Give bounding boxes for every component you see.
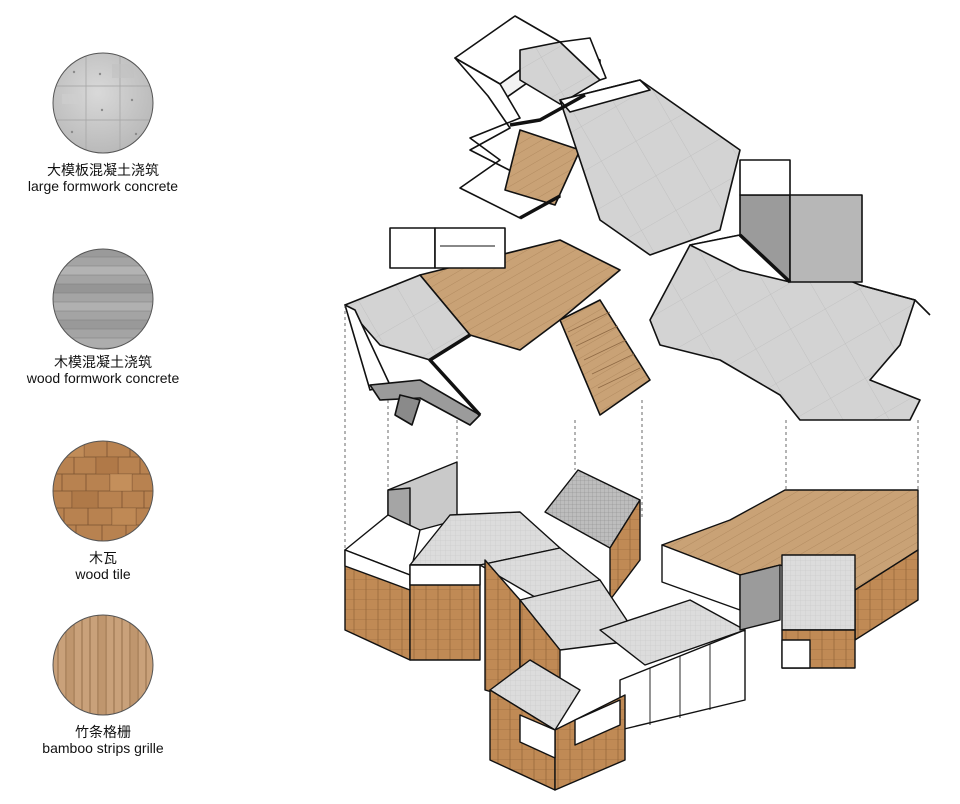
material-legend: 大模板混凝土浇筑 large formwork concrete (0, 0, 210, 804)
wood-formwork-concrete-swatch (52, 248, 154, 350)
large-formwork-concrete-swatch (52, 52, 154, 154)
lower-massing (344, 461, 919, 791)
legend-label-en: wood formwork concrete (26, 370, 180, 386)
legend-label-en: large formwork concrete (27, 178, 179, 194)
upper-floor-plan (344, 15, 931, 426)
legend-label-cn: 竹条格栅 (75, 725, 131, 741)
projection-lines (344, 305, 919, 550)
legend-label-en: wood tile (75, 566, 131, 582)
legend-label-cn: 大模板混凝土浇筑 (47, 163, 159, 179)
legend-label-en: bamboo strips grille (42, 740, 164, 756)
legend-label-cn: 木瓦 (89, 551, 117, 567)
wood-tile-swatch (52, 440, 154, 542)
legend-label-cn: 木模混凝土浇筑 (54, 355, 152, 371)
bamboo-strips-grille-swatch (52, 614, 154, 716)
exploded-axonometric-drawing (344, 15, 931, 791)
